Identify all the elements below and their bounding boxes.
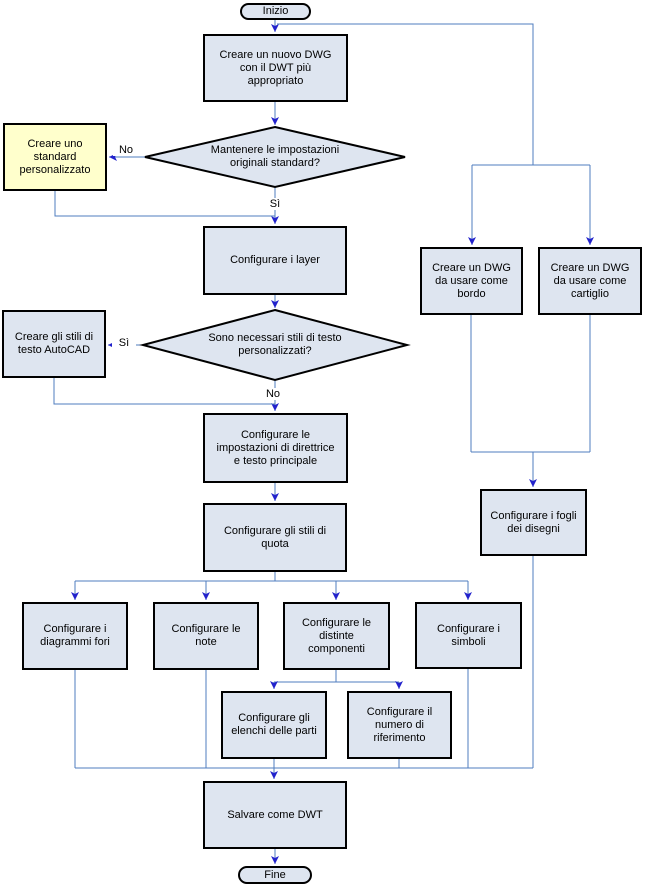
edge-label-keep-standards-yes: Sì — [264, 198, 286, 210]
edge-label-text-styles-yes: Sì — [112, 337, 136, 349]
edge-label-text-styles-no: No — [260, 388, 286, 400]
node-create-custom-standard: Creare uno standard personalizzato — [3, 123, 107, 191]
node-configure-bom: Configurare le distinte componenti — [283, 602, 390, 670]
node-create-dwg: Creare un nuovo DWG con il DWT più appro… — [203, 34, 348, 102]
node-create-text-styles: Creare gli stili di testo AutoCAD — [2, 310, 106, 378]
node-border-dwg: Creare un DWG da usare come bordo — [420, 247, 523, 315]
node-balloon: Configurare il numero di riferimento — [347, 691, 452, 759]
node-dimension-styles: Configurare gli stili di quota — [203, 503, 347, 572]
edge-branch-right-column — [277, 23, 534, 165]
decision-keep-standards-shape — [144, 125, 406, 189]
edge-text-styles-feeder — [53, 378, 275, 405]
node-hole-charts: Configurare i diagrammi fori — [22, 602, 128, 670]
node-notes: Configurare le note — [153, 602, 259, 670]
connectors — [53, 20, 594, 864]
node-start: Inizio — [240, 3, 311, 20]
node-drawing-sheets: Configurare i fogli dei disegni — [480, 489, 587, 556]
node-parts-lists: Configurare gli elenchi delle parti — [221, 691, 327, 759]
node-leader-text-settings: Configurare le impostazioni di direttric… — [203, 413, 348, 483]
node-save-dwt: Salvare come DWT — [203, 781, 347, 849]
decision-text-styles-label: Sono necessari stili di testo personaliz… — [208, 332, 342, 357]
node-configure-layers: Configurare i layer — [203, 226, 347, 295]
node-configure-symbols: Configurare i simboli — [415, 602, 522, 669]
node-title-block-dwg: Creare un DWG da usare come cartiglio — [538, 247, 642, 315]
decision-keep-standards-label: Mantenere le impostazioni originali stan… — [210, 144, 340, 169]
node-end: Fine — [238, 866, 312, 884]
edge-custom-standard-feeder — [54, 191, 275, 217]
edge-label-keep-standards-no: No — [113, 144, 139, 156]
decision-text-styles-shape — [139, 308, 411, 382]
